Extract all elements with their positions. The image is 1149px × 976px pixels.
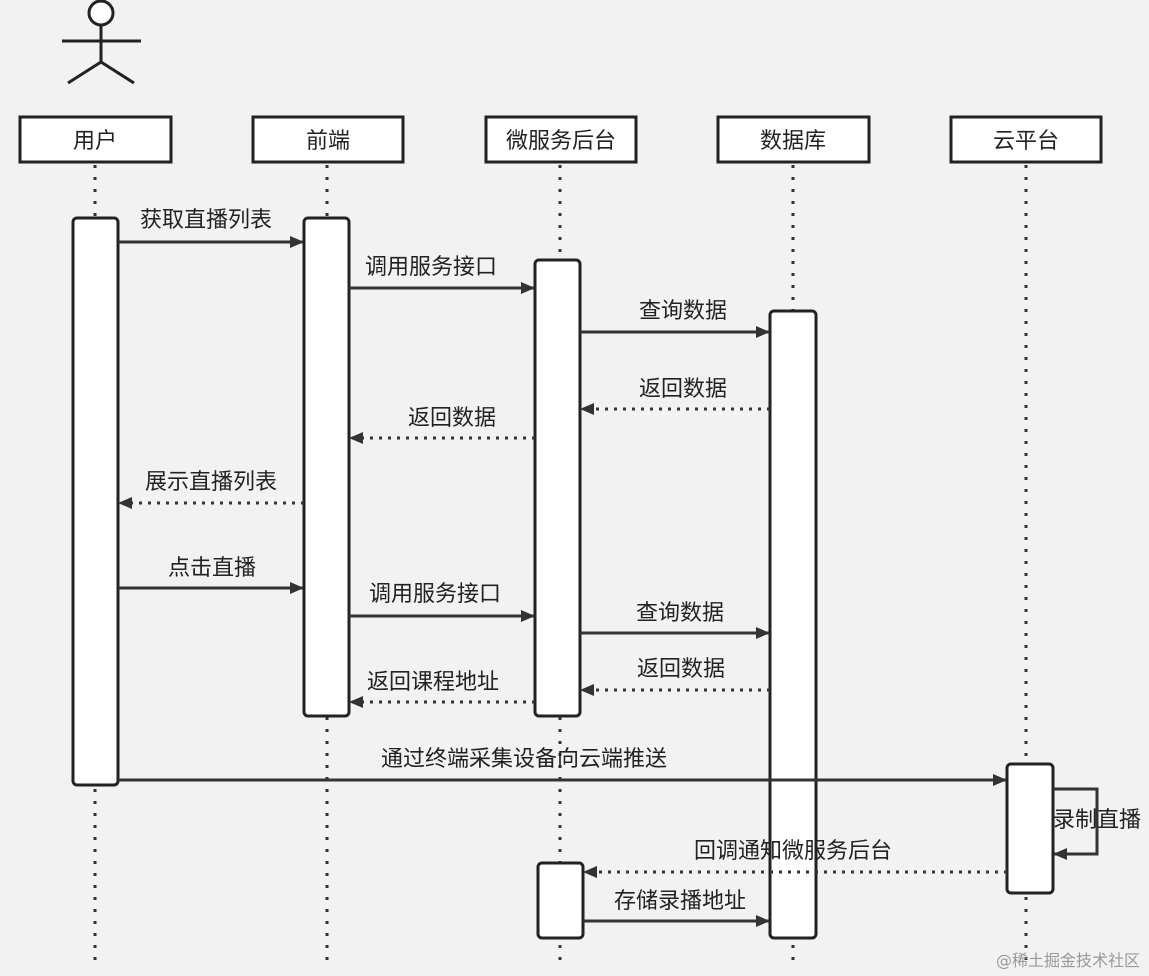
participant-cloud-label: 云平台 xyxy=(993,129,1059,154)
activation-backend-1 xyxy=(533,258,582,718)
message-label-15: 存储录播地址 xyxy=(614,889,746,914)
participant-database-label: 数据库 xyxy=(760,129,826,154)
activation-cloud xyxy=(1005,762,1055,895)
participant-database-box xyxy=(716,115,871,164)
message-label-1: 获取直播列表 xyxy=(140,208,272,233)
message-label-9: 查询数据 xyxy=(636,601,724,626)
message-label-10: 返回数据 xyxy=(637,657,725,682)
message-label-14: 回调通知微服务后台 xyxy=(694,839,892,864)
participant-backend-label: 微服务后台 xyxy=(506,129,616,154)
activation-frontend xyxy=(302,216,351,718)
participant-cloud-box xyxy=(949,115,1103,164)
message-label-3: 查询数据 xyxy=(639,299,727,324)
message-label-6: 展示直播列表 xyxy=(145,470,277,495)
message-label-2: 调用服务接口 xyxy=(365,255,497,280)
participant-user-box xyxy=(18,115,173,164)
message-label-13: 录制直播 xyxy=(1053,808,1141,833)
message-label-12: 通过终端采集设备向云端推送 xyxy=(381,747,667,772)
message-label-11: 返回课程地址 xyxy=(367,670,499,695)
participant-user-label: 用户 xyxy=(73,129,117,154)
actor-icon xyxy=(62,0,141,85)
activation-backend-2 xyxy=(536,861,585,940)
participant-frontend-label: 前端 xyxy=(306,129,350,154)
activation-user xyxy=(71,216,120,787)
participant-backend-box xyxy=(484,115,638,164)
message-label-5: 返回数据 xyxy=(408,406,496,431)
message-label-7: 点击直播 xyxy=(168,556,256,581)
self-message-arrow-13 xyxy=(1053,787,1099,860)
message-label-8: 调用服务接口 xyxy=(369,582,501,607)
participant-frontend-box xyxy=(251,115,405,164)
watermark-text: @稀土掘金技术社区 xyxy=(996,951,1140,970)
message-label-4: 返回数据 xyxy=(639,377,727,402)
